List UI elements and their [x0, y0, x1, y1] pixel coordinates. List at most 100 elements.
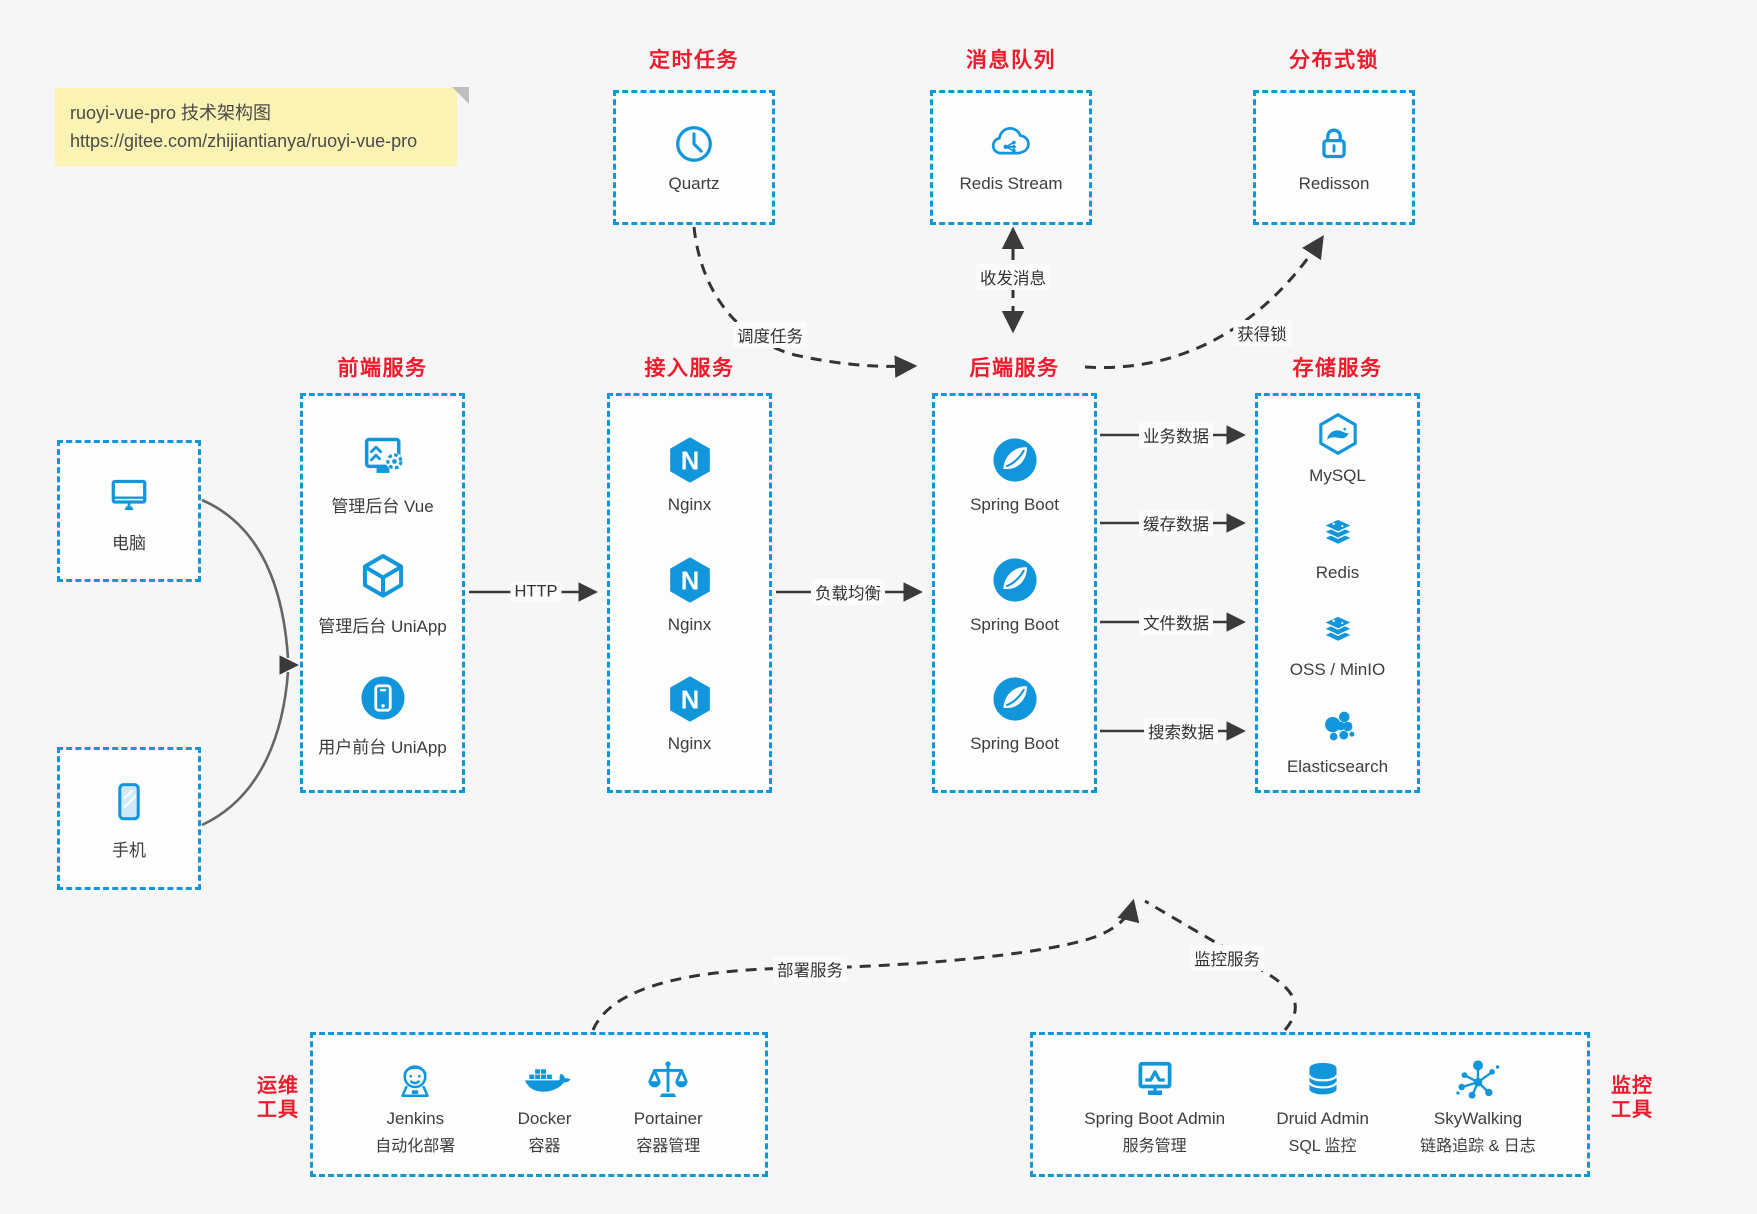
box-ops-tools: Jenkins 自动化部署 Docker 容器 Portainer 容器管理 [310, 1032, 768, 1177]
topology-icon [1452, 1054, 1504, 1106]
spring-icon [987, 552, 1043, 608]
node-nginx-1: Nginx [610, 432, 769, 515]
oss-stack-icon [1315, 607, 1361, 653]
edge-label-file-data: 文件数据 [1139, 609, 1213, 635]
tool-desc-spring-boot-admin: 服务管理 [1122, 1137, 1187, 1155]
node-label-redis: Redis [1315, 563, 1360, 582]
admin-monitor-icon [1129, 1054, 1181, 1106]
group-title-scheduled-task: 定时任务 [649, 49, 739, 72]
edge-pc-to-frontend [201, 498, 290, 659]
mysql-icon [1313, 409, 1363, 459]
box-storage: MySQL Redis OSS / MinIO Elasticsearch [1255, 393, 1420, 793]
spring-icon [987, 432, 1043, 488]
jenkins-icon [389, 1054, 441, 1106]
edge-label-business-data: 业务数据 [1139, 422, 1213, 448]
portainer-icon [642, 1054, 694, 1106]
edge-acquire-lock-curve [1084, 235, 1324, 370]
node-label-springboot-2: Spring Boot [970, 614, 1059, 634]
cloud-mq-icon [988, 121, 1034, 167]
tool-name-druid-admin: Druid Admin [1276, 1108, 1369, 1128]
tool-name-portainer: Portainer [633, 1108, 703, 1128]
client-label-pc: 电脑 [112, 533, 146, 553]
tool-skywalking: SkyWalking 链路追踪 & 日志 [1420, 1054, 1536, 1156]
node-oss-minio: OSS / MinIO [1258, 607, 1417, 680]
mobile-app-icon [355, 670, 411, 726]
tool-name-spring-boot-admin: Spring Boot Admin [1084, 1108, 1226, 1128]
desktop-icon [103, 469, 155, 521]
uniapp-cube-icon [355, 549, 411, 605]
node-redis: Redis [1258, 510, 1417, 583]
monitoring-tools-side-label-line1: 监控 [1611, 1075, 1653, 1097]
node-label-springboot-3: Spring Boot [970, 733, 1059, 753]
edge-label-cache-data: 缓存数据 [1139, 510, 1213, 536]
node-nginx-2: Nginx [610, 552, 769, 635]
edge-deploy-curve [591, 898, 1140, 1031]
tool-desc-docker: 容器 [528, 1137, 561, 1155]
node-admin-uniapp: 管理后台 UniApp [303, 549, 462, 637]
tool-desc-jenkins: 自动化部署 [375, 1137, 456, 1155]
note-fold-corner [452, 87, 469, 104]
edge-label-deploy: 部署服务 [773, 956, 847, 982]
tool-desc-skywalking: 链路追踪 & 日志 [1420, 1137, 1536, 1155]
monitoring-tools-side-label-line2: 工具 [1611, 1099, 1653, 1121]
node-label-oss-minio: OSS / MinIO [1289, 660, 1386, 679]
ops-tools-side-label: 运维 工具 [247, 1074, 309, 1122]
edge-label-monitor: 监控服务 [1190, 945, 1264, 971]
group-title-message-queue: 消息队列 [966, 49, 1056, 72]
node-label-user-uniapp: 用户前台 UniApp [318, 737, 447, 757]
tool-name-skywalking: SkyWalking [1433, 1108, 1523, 1128]
tool-druid-admin: Druid Admin SQL 监控 [1276, 1054, 1369, 1156]
box-distributed-lock: Redisson [1253, 90, 1415, 225]
node-label-elasticsearch: Elasticsearch [1286, 757, 1389, 776]
column-title-frontend: 前端服务 [337, 357, 428, 380]
node-label-springboot-1: Spring Boot [970, 495, 1059, 515]
edge-label-search-data: 搜索数据 [1144, 718, 1218, 744]
note-title: ruoyi-vue-pro 技术架构图 [70, 103, 272, 123]
node-label-nginx-1: Nginx [667, 495, 712, 515]
column-title-storage: 存储服务 [1292, 357, 1383, 380]
tool-jenkins: Jenkins 自动化部署 [375, 1054, 455, 1156]
tool-desc-druid-admin: SQL 监控 [1288, 1137, 1357, 1155]
edge-phone-to-frontend [201, 671, 290, 827]
box-message-queue: Redis Stream [930, 90, 1092, 225]
edge-label-messaging: 收发消息 [976, 264, 1050, 290]
clock-icon [671, 121, 717, 167]
edge-label-schedule-task: 调度任务 [733, 322, 807, 348]
node-admin-vue: 管理后台 Vue [303, 429, 462, 517]
tool-name-docker: Docker [517, 1108, 572, 1128]
redis-icon [1315, 510, 1361, 556]
node-label-nginx-2: Nginx [667, 614, 712, 634]
node-user-uniapp: 用户前台 UniApp [303, 670, 462, 758]
column-title-gateway: 接入服务 [644, 357, 735, 380]
node-elasticsearch: Elasticsearch [1258, 704, 1417, 777]
admin-vue-icon [355, 429, 411, 485]
elasticsearch-icon [1315, 704, 1361, 750]
client-label-phone: 手机 [112, 841, 146, 860]
tool-docker: Docker 容器 [517, 1054, 572, 1156]
sticky-note: ruoyi-vue-pro 技术架构图 https://gitee.com/zh… [55, 87, 469, 166]
node-springboot-1: Spring Boot [935, 432, 1094, 515]
box-client-phone: 手机 [57, 747, 201, 890]
box-frontend: 管理后台 Vue 管理后台 UniApp 用户前台 UniApp [300, 393, 465, 793]
box-monitoring-tools: Spring Boot Admin 服务管理 Druid Admin SQL 监… [1030, 1032, 1590, 1177]
node-label-mysql: MySQL [1309, 466, 1366, 485]
edge-label-load-balance: 负载均衡 [811, 579, 885, 605]
database-icon [1297, 1054, 1349, 1106]
edge-label-acquire-lock: 获得锁 [1233, 320, 1291, 346]
node-label-nginx-3: Nginx [667, 733, 712, 753]
nginx-icon [662, 552, 718, 608]
tool-spring-boot-admin: Spring Boot Admin 服务管理 [1084, 1054, 1225, 1156]
spring-icon [987, 671, 1043, 727]
node-label-admin-vue: 管理后台 Vue [331, 496, 434, 516]
node-springboot-3: Spring Boot [935, 671, 1094, 754]
box-backend: Spring Boot Spring Boot Spring Boot [932, 393, 1097, 793]
tool-portainer: Portainer 容器管理 [634, 1054, 703, 1156]
group-title-distributed-lock: 分布式锁 [1289, 49, 1379, 72]
node-mysql: MySQL [1258, 409, 1417, 486]
box-scheduled-task: Quartz [613, 90, 775, 225]
lock-icon [1311, 121, 1357, 167]
node-label-redis-stream: Redis Stream [959, 174, 1063, 193]
tool-desc-portainer: 容器管理 [636, 1137, 701, 1155]
nginx-icon [662, 432, 718, 488]
